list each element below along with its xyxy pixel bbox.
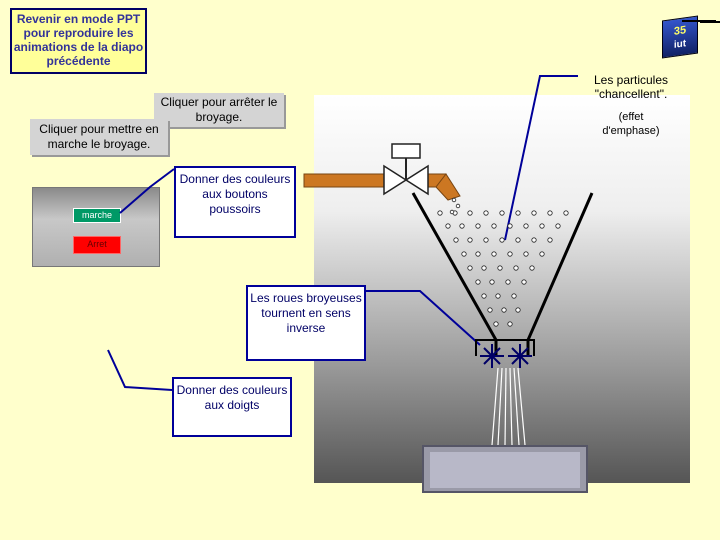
control-panel: marche Arret	[32, 187, 160, 267]
valve-body-right	[404, 164, 429, 196]
particles-wobble-note-text: Les particules "chancellent".	[593, 73, 669, 101]
stop-button[interactable]: Arret	[73, 236, 121, 254]
hopper-box	[475, 339, 535, 356]
emphasis-note: (effet d'emphase)	[590, 110, 672, 138]
color-fingers-note-text: Donner des couleurs aux doigts	[176, 383, 288, 412]
color-buttons-note-text: Donner des couleurs aux boutons poussoir…	[179, 172, 291, 216]
pipe-left	[303, 173, 385, 188]
powder-stream	[491, 367, 526, 446]
color-fingers-note: Donner des couleurs aux doigts	[172, 377, 292, 437]
start-button-label: marche	[81, 210, 112, 220]
collection-tray-inner	[430, 452, 580, 488]
crusher-scene	[314, 95, 690, 483]
hopper-outline-right	[526, 192, 594, 356]
valve-handle	[391, 143, 421, 159]
start-grinding-note: Cliquer pour mettre en marche le broyage…	[30, 119, 168, 155]
wheels-reverse-note: Les roues broyeuses tournent en sens inv…	[246, 285, 366, 361]
emphasis-note-text: (effet d'emphase)	[602, 111, 660, 137]
leader-line-wheels	[366, 290, 481, 346]
particles	[437, 197, 569, 327]
leader-line-buttons	[119, 168, 175, 214]
color-buttons-note: Donner des couleurs aux boutons poussoir…	[174, 166, 296, 238]
logo-rule	[682, 20, 716, 22]
particles-wobble-note: Les particules "chancellent".	[578, 73, 684, 101]
slide-logo: 35 iut	[662, 15, 716, 59]
pipe-elbow	[435, 173, 461, 201]
leader-line-fingers	[107, 349, 173, 391]
crusher-wheel-right	[508, 344, 532, 368]
stop-button-label: Arret	[87, 239, 107, 249]
start-button[interactable]: marche	[73, 208, 121, 223]
hopper-outline	[411, 192, 498, 356]
leader-line-particles	[504, 75, 578, 241]
valve-body	[383, 164, 408, 196]
start-grinding-note-text: Cliquer pour mettre en marche le broyage…	[39, 122, 159, 151]
wheels-reverse-note-text: Les roues broyeuses tournent en sens inv…	[250, 291, 362, 335]
ppt-mode-note-text: Revenir en mode PPT pour reproduire les …	[13, 12, 144, 68]
crusher-wheel-left	[480, 344, 504, 368]
ppt-mode-note: Revenir en mode PPT pour reproduire les …	[10, 8, 147, 74]
stop-grinding-note-text: Cliquer pour arrêter le broyage.	[160, 95, 278, 124]
stop-grinding-note: Cliquer pour arrêter le broyage.	[154, 93, 284, 127]
